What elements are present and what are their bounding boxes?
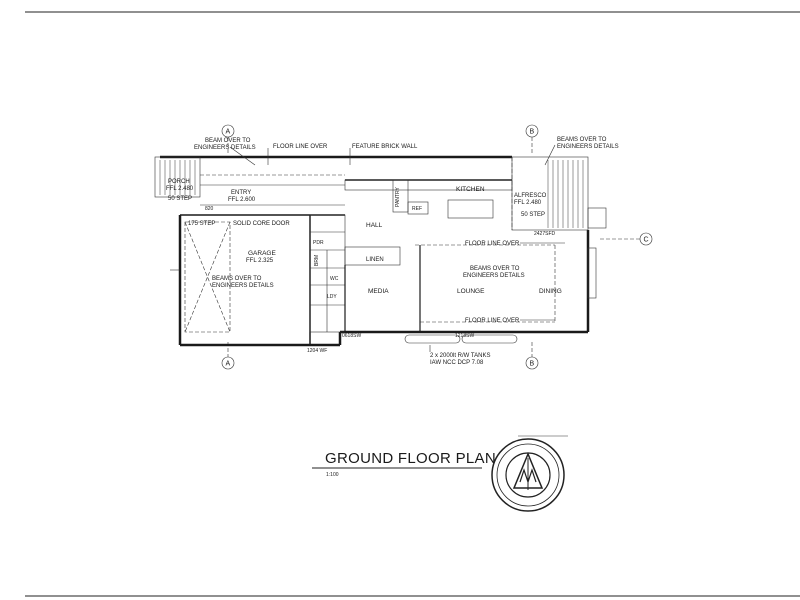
- media-label: MEDIA: [368, 288, 389, 295]
- pantry-label: PANTRY: [395, 187, 401, 207]
- dim-1218: 1218SW: [455, 333, 474, 339]
- grid-label-a-bottom: A: [226, 361, 231, 368]
- grid-label-b-bottom: B: [530, 361, 535, 368]
- beam-over-note-line-2: ENGINEERS DETAILS: [194, 145, 256, 151]
- alfresco-step-label: 50 STEP: [521, 212, 545, 218]
- kitchen-label: KITCHEN: [456, 186, 485, 193]
- floor-line-over-note-top: FLOOR LINE OVER: [273, 144, 328, 150]
- leader-lines: [229, 144, 565, 352]
- alfresco-ffl-label: FFL 2.480: [514, 200, 542, 206]
- floor-line-over-note-mid: FLOOR LINE OVER: [465, 241, 520, 247]
- building-walls: [154, 155, 590, 347]
- entry-ffl-label: FFL 2.600: [228, 197, 256, 203]
- alfresco-label: ALFRESCO: [514, 193, 547, 199]
- tanks-note-line-2: IAW NCC DCP 7.08: [430, 360, 484, 366]
- dim-0618: 0618SW: [342, 333, 361, 339]
- plan-title: GROUND FLOOR PLAN: [325, 450, 496, 467]
- grid-label-b-top: B: [530, 129, 535, 136]
- alfresco-steps: [587, 207, 607, 299]
- beams-over-right-line-1: BEAMS OVER TO: [557, 137, 607, 143]
- feature-brick-wall-note: FEATURE BRICK WALL: [352, 144, 418, 150]
- garage-label: GARAGE: [248, 250, 276, 257]
- plan-scale: 1:100: [326, 472, 339, 478]
- dim-2427: 2427SFD: [534, 231, 556, 237]
- porch-ffl-label: FFL 2.480: [166, 186, 194, 192]
- ref-label: REF: [412, 206, 422, 212]
- pdr-label: PDR: [313, 240, 324, 246]
- grid-line-c: C: [600, 232, 653, 246]
- grid-line-b: B B: [525, 124, 539, 370]
- beam-over-note-line-1: BEAM OVER TO: [205, 138, 251, 144]
- beams-over-lounge-line-1: BEAMS OVER TO: [470, 266, 520, 272]
- beams-over-garage-line-2: ENGINEERS DETAILS: [212, 283, 274, 289]
- tanks-note-line-1: 2 x 2000lt R/W TANKS: [430, 353, 490, 359]
- floor-line-over-note-bottom: FLOOR LINE OVER: [465, 318, 520, 324]
- porch-step-label: 50 STEP: [168, 196, 192, 202]
- grid-label-a-top: A: [226, 129, 231, 136]
- alfresco-hatch: [547, 160, 584, 228]
- dim-1204: 1204 WF: [307, 348, 327, 354]
- dim-820: 820: [205, 206, 214, 212]
- floor-lines-over: [200, 157, 556, 323]
- north-point-stamp: [491, 435, 568, 512]
- grid-label-c: C: [644, 237, 649, 244]
- hall-label: HALL: [366, 222, 383, 229]
- beams-over-lounge-line-2: ENGINEERS DETAILS: [463, 273, 525, 279]
- grid-line-a: A A: [221, 124, 235, 370]
- garage-ffl-label: FFL 2.325: [246, 258, 274, 264]
- rainwater-tanks: [404, 334, 518, 344]
- lounge-label: LOUNGE: [457, 288, 485, 295]
- wc-label: WC: [330, 276, 339, 282]
- dining-label: DINING: [539, 288, 562, 295]
- beams-over-right-line-2: ENGINEERS DETAILS: [557, 144, 619, 150]
- linen-label: LINEN: [366, 257, 384, 263]
- beams-over-garage-line-1: BEAMS OVER TO: [212, 276, 262, 282]
- entry-label: ENTRY: [231, 190, 251, 196]
- garage-door-marks: [170, 221, 231, 333]
- porch-hatch: [159, 160, 196, 195]
- solid-core-door-note: SOLID CORE DOOR: [233, 221, 290, 227]
- garage-step-label: 175 STEP: [188, 221, 215, 227]
- porch-label: PORCH: [168, 179, 190, 185]
- brm-label: BRM: [314, 255, 320, 266]
- ldy-label: LDY: [327, 294, 337, 300]
